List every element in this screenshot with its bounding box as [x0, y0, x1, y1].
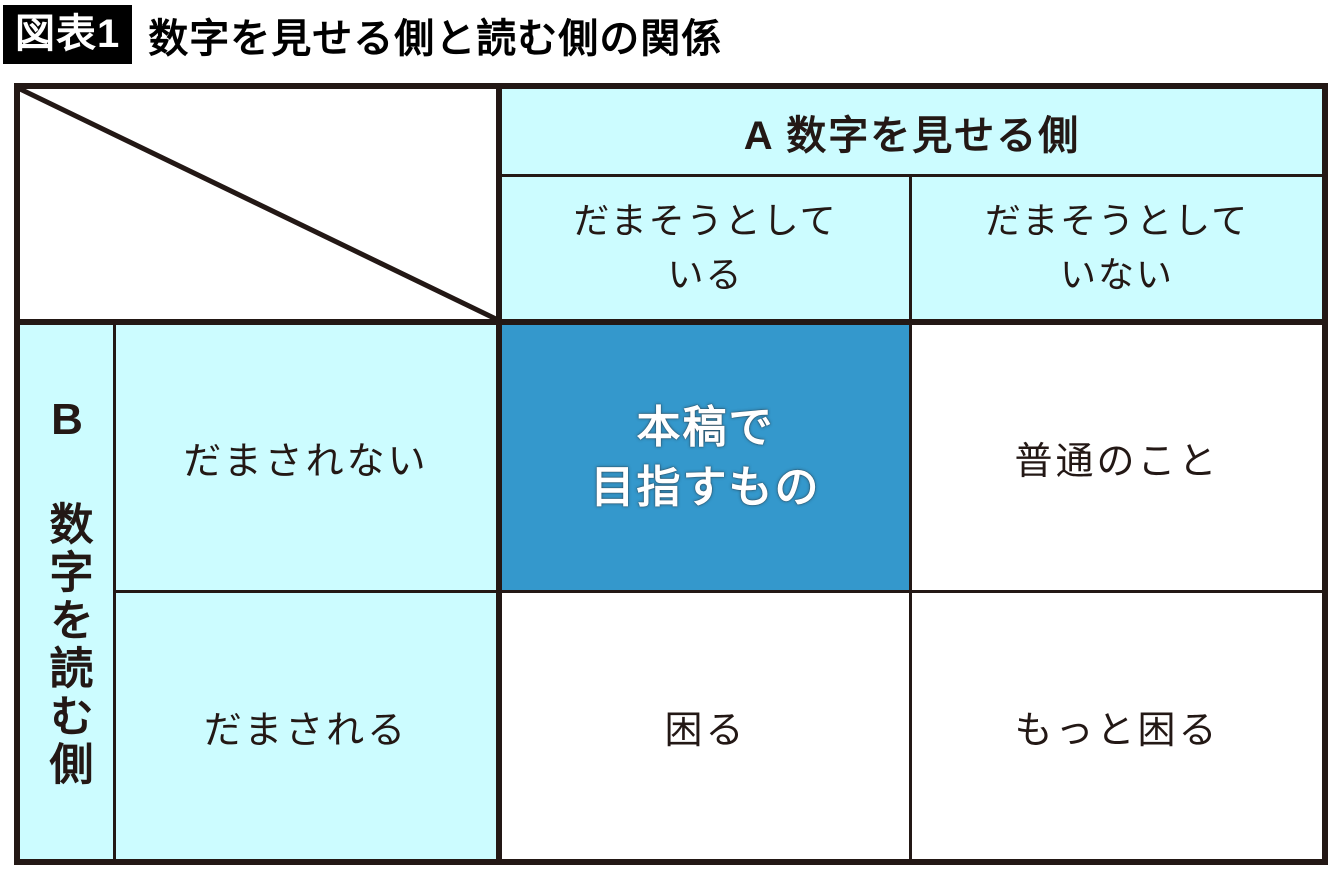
cell-normal-thing: 普通のこと — [912, 325, 1322, 593]
column-header-deceiving: だまそうとして いる — [502, 177, 912, 325]
matrix-table: A 数字を見せる側 だまそうとして いる だまそうとして いない B 数字を読む… — [14, 83, 1328, 865]
row-header-fooled: だまされる — [116, 593, 502, 859]
figure-title: 数字を見せる側と読む側の関係 — [148, 16, 723, 61]
cell-highlight-goal: 本稿で 目指すもの — [502, 325, 912, 593]
figure-header: 図表1 数字を見せる側と読む側の関係 — [3, 5, 722, 64]
figure-number-badge: 図表1 — [3, 5, 133, 64]
column-header-not-deceiving: だまそうとして いない — [912, 177, 1322, 325]
column-group-header: A 数字を見せる側 — [502, 89, 1322, 177]
diagonal-line — [20, 89, 496, 319]
cell-more-troubled: もっと困る — [1014, 709, 1220, 752]
row-header-not-fooled: だまされない — [116, 325, 502, 593]
corner-cell — [20, 89, 502, 325]
row-group-header: B 数字を読む側 — [20, 325, 116, 859]
cell-troubled: 困る — [502, 593, 912, 859]
